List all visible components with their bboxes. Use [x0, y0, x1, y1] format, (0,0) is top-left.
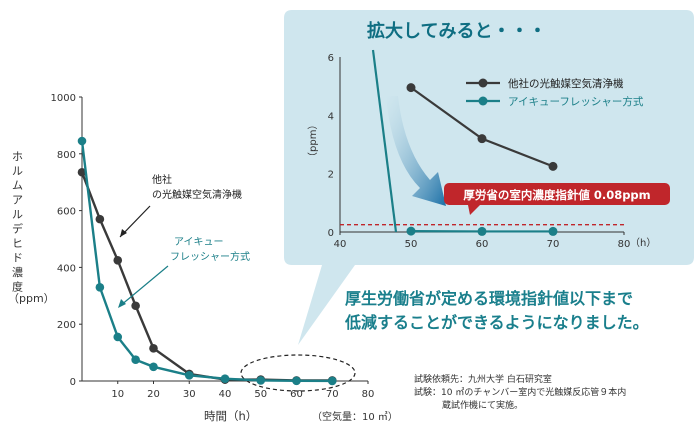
main-y-tick-label: 800 — [57, 150, 76, 161]
main-y-tick-label: 600 — [57, 207, 76, 218]
main-series-b-point — [256, 376, 266, 385]
series-a-label-line2: の光触媒空気清浄機 — [152, 188, 242, 201]
zoom-y-tick-label: 2 — [328, 170, 334, 181]
series-a-label-line1: 他社 — [152, 173, 172, 186]
main-x-tick-label: 10 — [111, 389, 124, 400]
zoom-panel — [284, 10, 694, 345]
series-b-label-line2: フレッシャー方式 — [170, 250, 250, 263]
main-y-tick-label: 400 — [57, 263, 76, 274]
main-series-b-point — [292, 376, 301, 386]
main-xlabel-note: （空気量：10 ㎥） — [312, 410, 398, 423]
guide-label: 厚労省の室内濃度指針値 0.08ppm — [463, 188, 650, 202]
zoom-y-tick-label: 4 — [328, 111, 334, 122]
main-x-tick-label: 50 — [254, 389, 267, 400]
zoom-x-tick-label: 80 — [618, 239, 631, 250]
main-ylabel-line2: （ppm） — [8, 292, 55, 305]
main-series-a-point — [131, 301, 140, 311]
zoom-series-b-point — [477, 226, 487, 236]
conclusion-line-1: 厚生労働省が定める環境指針値以下まで — [345, 289, 634, 308]
legend-series-b-label: アイキューフレッシャー方式 — [508, 95, 644, 108]
main-series-a-point — [149, 344, 158, 353]
legend-series-a-label: 他社の光触媒空気清浄機 — [508, 77, 624, 90]
main-x-tick-label: 60 — [290, 389, 303, 400]
main-ylabel-line1: ホルムアルデヒド濃度 — [12, 150, 23, 294]
guide-label-pointer — [468, 205, 480, 215]
main-series-a-point — [77, 167, 87, 177]
zoom-chart-series — [406, 83, 558, 236]
zoom-x-tick-label: 40 — [334, 239, 347, 250]
main-series-b-point — [184, 371, 194, 380]
legend-series-a-marker — [478, 78, 488, 88]
zoom-region-ellipse — [240, 354, 356, 392]
zoom-series-b-point — [406, 226, 416, 236]
series-b-label-pointer — [119, 265, 169, 307]
series-a-pointer-head — [120, 229, 127, 237]
zoom-chart-ticks: 0 2 4 6 40 50 60 70 80 — [328, 53, 631, 250]
main-y-tick-label: 0 — [70, 377, 76, 388]
main-y-tick-label: 200 — [57, 320, 76, 331]
zoom-x-tick-label: 60 — [476, 239, 489, 250]
zoom-x-tick-label: 70 — [547, 239, 560, 250]
zoom-y-tick-label: 6 — [328, 53, 334, 64]
main-chart-series — [77, 136, 337, 386]
main-series-b-line — [80, 140, 333, 383]
conclusion-line-2: 低減することができるようになりました。 — [345, 313, 649, 332]
zoom-x-tick-label: 50 — [405, 239, 418, 250]
main-x-tick-label: 20 — [147, 389, 160, 400]
series-b-drop-line — [371, 49, 398, 233]
main-xlabel: 時間（h） — [204, 409, 257, 423]
main-series-b-point — [327, 376, 337, 386]
test-note-line-3: 蔵試作機にて実施。 — [442, 401, 524, 411]
main-series-b-point — [149, 362, 158, 372]
main-y-tick-label: 1000 — [51, 93, 76, 104]
guide-label-badge — [444, 183, 670, 205]
decline-arrow — [386, 96, 446, 206]
main-series-b-point — [220, 374, 230, 384]
zoom-series-b-point — [548, 226, 558, 236]
test-notes: 試験依頼先：九州大学 白石研究室 試験：10 ㎥のチャンバー室内で光触媒反応管９… — [414, 374, 626, 413]
main-series-b-point — [113, 332, 123, 342]
zoom-series-a-point — [477, 134, 487, 144]
main-x-tick-label: 70 — [326, 389, 339, 400]
zoom-title: 拡大してみると・・・ — [367, 20, 546, 42]
series-b-pointer-head — [118, 299, 126, 308]
main-x-tick-label: 80 — [362, 389, 375, 400]
series-b-label-line1: アイキュー — [174, 237, 224, 248]
test-note-line-1: 試験依頼先：九州大学 白石研究室 — [414, 375, 552, 385]
main-series-a-point — [113, 255, 123, 265]
legend-series-b-marker — [478, 96, 488, 106]
zoom-legend: 他社の光触媒空気清浄機 アイキューフレッシャー方式 — [466, 77, 644, 108]
main-series-b-point — [77, 136, 87, 146]
test-note-line-2: 試験：10 ㎥のチャンバー室内で光触媒反応管９本内 — [414, 388, 627, 398]
conclusion-message: 厚生労働省が定める環境指針値以下まで 低減することができるようになりました。 — [345, 287, 649, 335]
main-series-a-point — [95, 214, 105, 224]
zoom-series-a-point — [548, 161, 558, 171]
zoom-xlabel: （h） — [630, 237, 656, 249]
main-x-tick-label: 30 — [183, 389, 196, 400]
main-x-tick-label: 40 — [219, 389, 232, 400]
main-series-b-point — [95, 282, 105, 292]
zoom-series-a-point — [406, 83, 416, 93]
zoom-y-tick-label: 0 — [328, 228, 334, 239]
zoom-ylabel: （ppm） — [307, 120, 319, 162]
main-series-b-point — [131, 355, 140, 365]
